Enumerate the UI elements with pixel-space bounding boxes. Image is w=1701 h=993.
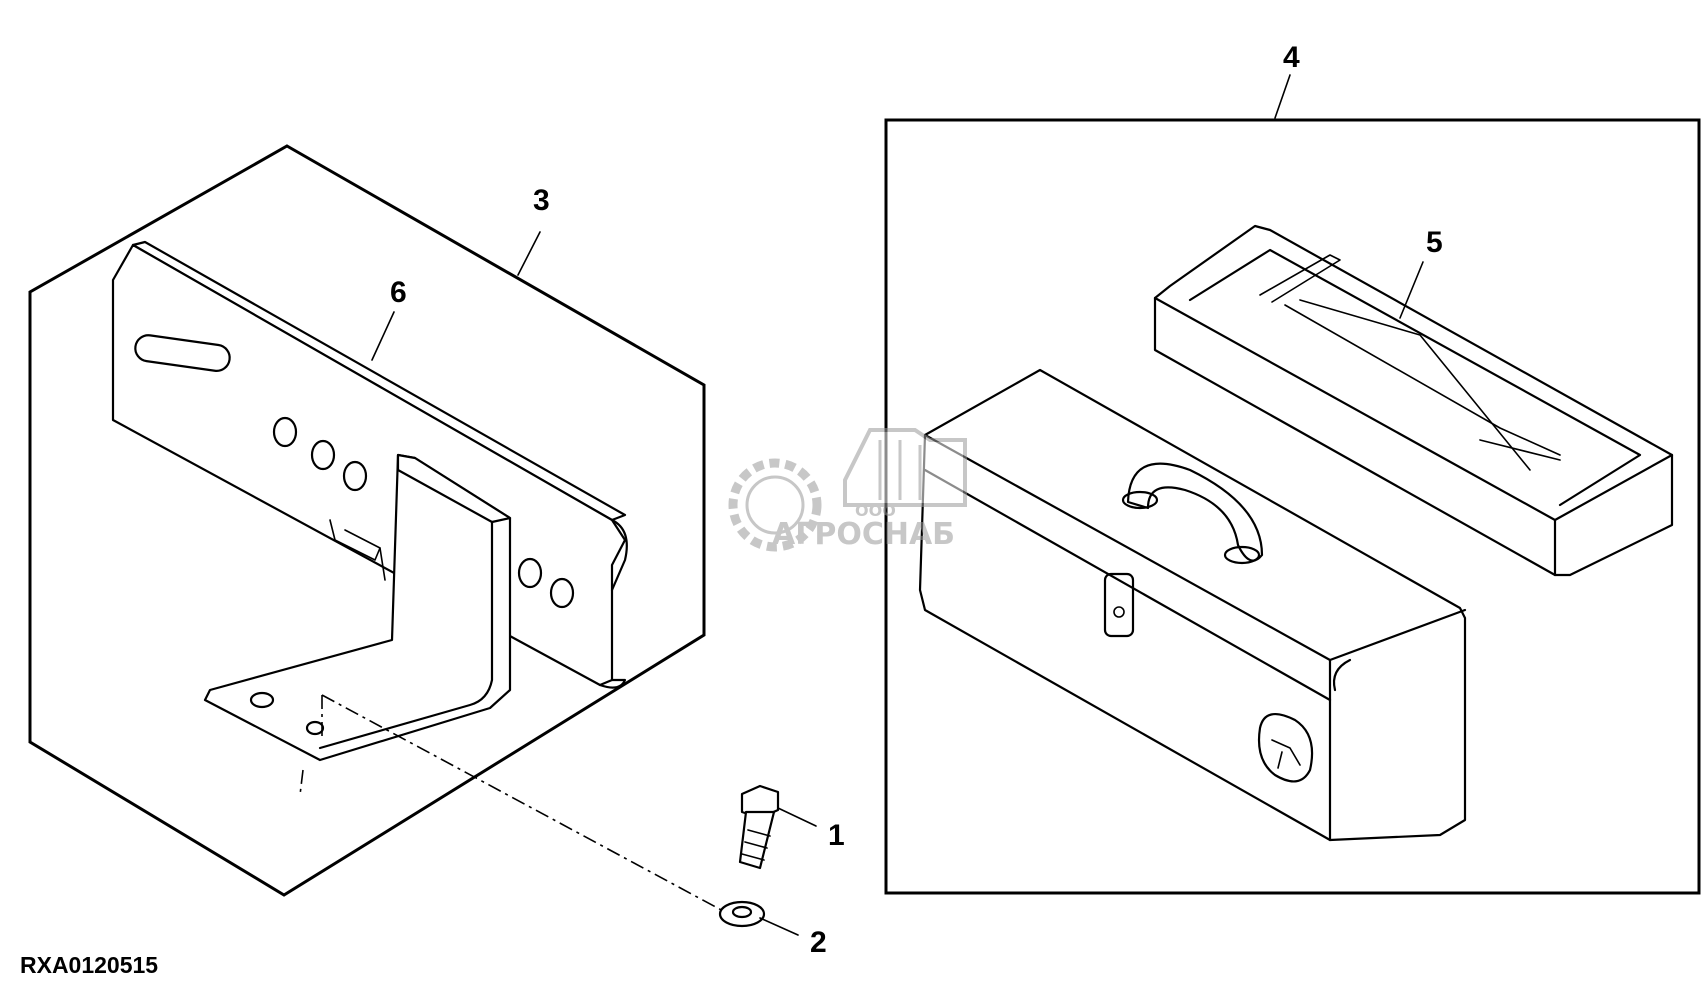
bracket-kit-frame	[28, 144, 706, 897]
leader-lines	[371, 74, 1424, 936]
gear-icon	[728, 458, 822, 552]
bolt	[738, 784, 780, 870]
angle-bracket	[203, 453, 512, 762]
callout-4: 4	[1283, 41, 1300, 74]
washer	[718, 900, 766, 928]
callout-6: 6	[390, 276, 407, 309]
emblem-icon	[1257, 712, 1314, 783]
callout-5: 5	[1426, 226, 1443, 259]
watermark: ООО АГРОСНАБ	[728, 428, 967, 552]
watermark-line1: ООО	[855, 501, 896, 520]
assembly-line	[299, 694, 726, 913]
toolbox	[918, 368, 1467, 842]
watermark-line2: АГРОСНАБ	[772, 517, 955, 552]
mounting-rail	[111, 240, 628, 689]
callout-1: 1	[828, 819, 845, 852]
harvester-icon	[843, 428, 967, 507]
tray	[1153, 224, 1674, 577]
figure-id: RXA0120515	[20, 952, 158, 978]
callout-2: 2	[810, 926, 827, 959]
callout-3: 3	[533, 184, 550, 217]
